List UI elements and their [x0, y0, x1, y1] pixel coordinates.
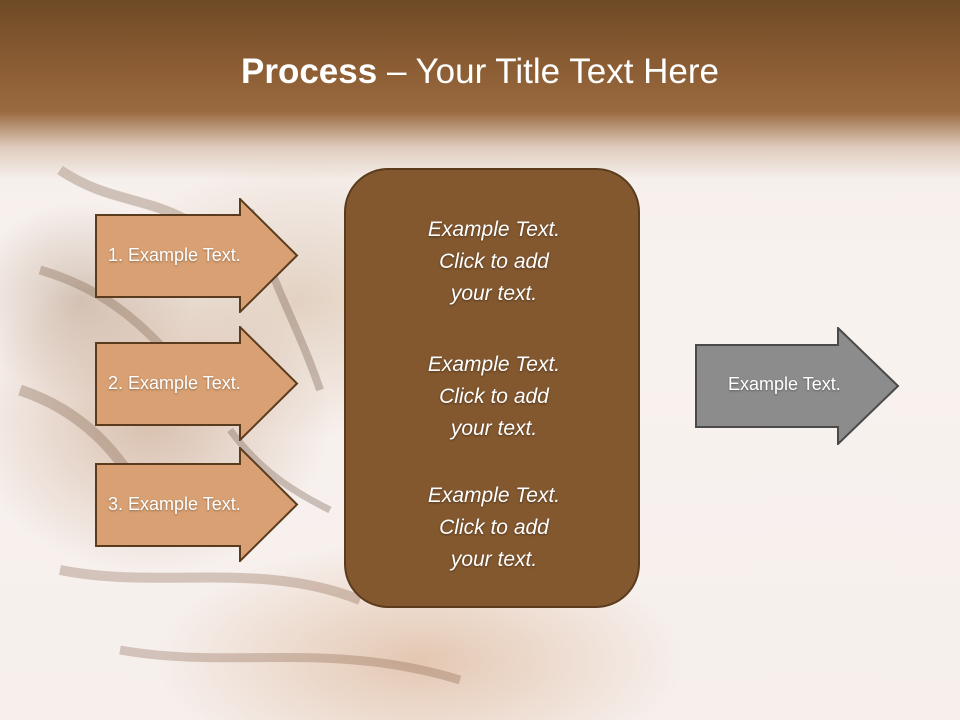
center-paragraph-3: Example Text. Click to add your text. — [346, 480, 642, 576]
paragraph-line: your text. — [450, 548, 538, 571]
left-arrow-2[interactable]: 2. Example Text. — [95, 326, 299, 441]
right-output-arrow[interactable]: Example Text. — [695, 327, 900, 445]
title-bold-part: Process — [241, 52, 378, 91]
right-arrow-shape-icon — [695, 327, 900, 445]
right-arrow-label: Example Text. — [728, 374, 841, 394]
center-paragraph-2: Example Text. Click to add your text. — [346, 349, 642, 445]
left-arrow-label: 1. Example Text. — [108, 245, 241, 265]
paragraph-line: Example Text. — [427, 218, 561, 241]
center-paragraph-1: Example Text. Click to add your text. — [346, 214, 642, 310]
slide-title[interactable]: Process – Your Title Text Here — [0, 52, 960, 92]
paragraph-line: Example Text. — [427, 353, 561, 376]
left-arrow-label: 2. Example Text. — [108, 373, 241, 393]
left-arrow-3[interactable]: 3. Example Text. — [95, 447, 299, 562]
paragraph-line: Click to add — [439, 250, 549, 273]
paragraph-line: Click to add — [439, 516, 549, 539]
paragraph-line: your text. — [450, 417, 538, 440]
paragraph-line: Click to add — [439, 385, 549, 408]
left-arrow-label: 3. Example Text. — [108, 494, 241, 514]
right-arrow-shape-icon — [95, 447, 299, 562]
title-banner — [0, 0, 960, 180]
right-arrow-shape-icon — [95, 326, 299, 441]
center-text-box[interactable]: Example Text. Click to add your text. Ex… — [344, 168, 640, 608]
paragraph-line: Example Text. — [427, 484, 561, 507]
right-arrow-shape-icon — [95, 198, 299, 313]
left-arrow-1[interactable]: 1. Example Text. — [95, 198, 299, 313]
paragraph-line: your text. — [450, 282, 538, 305]
title-rest-part: – Your Title Text Here — [377, 52, 719, 91]
